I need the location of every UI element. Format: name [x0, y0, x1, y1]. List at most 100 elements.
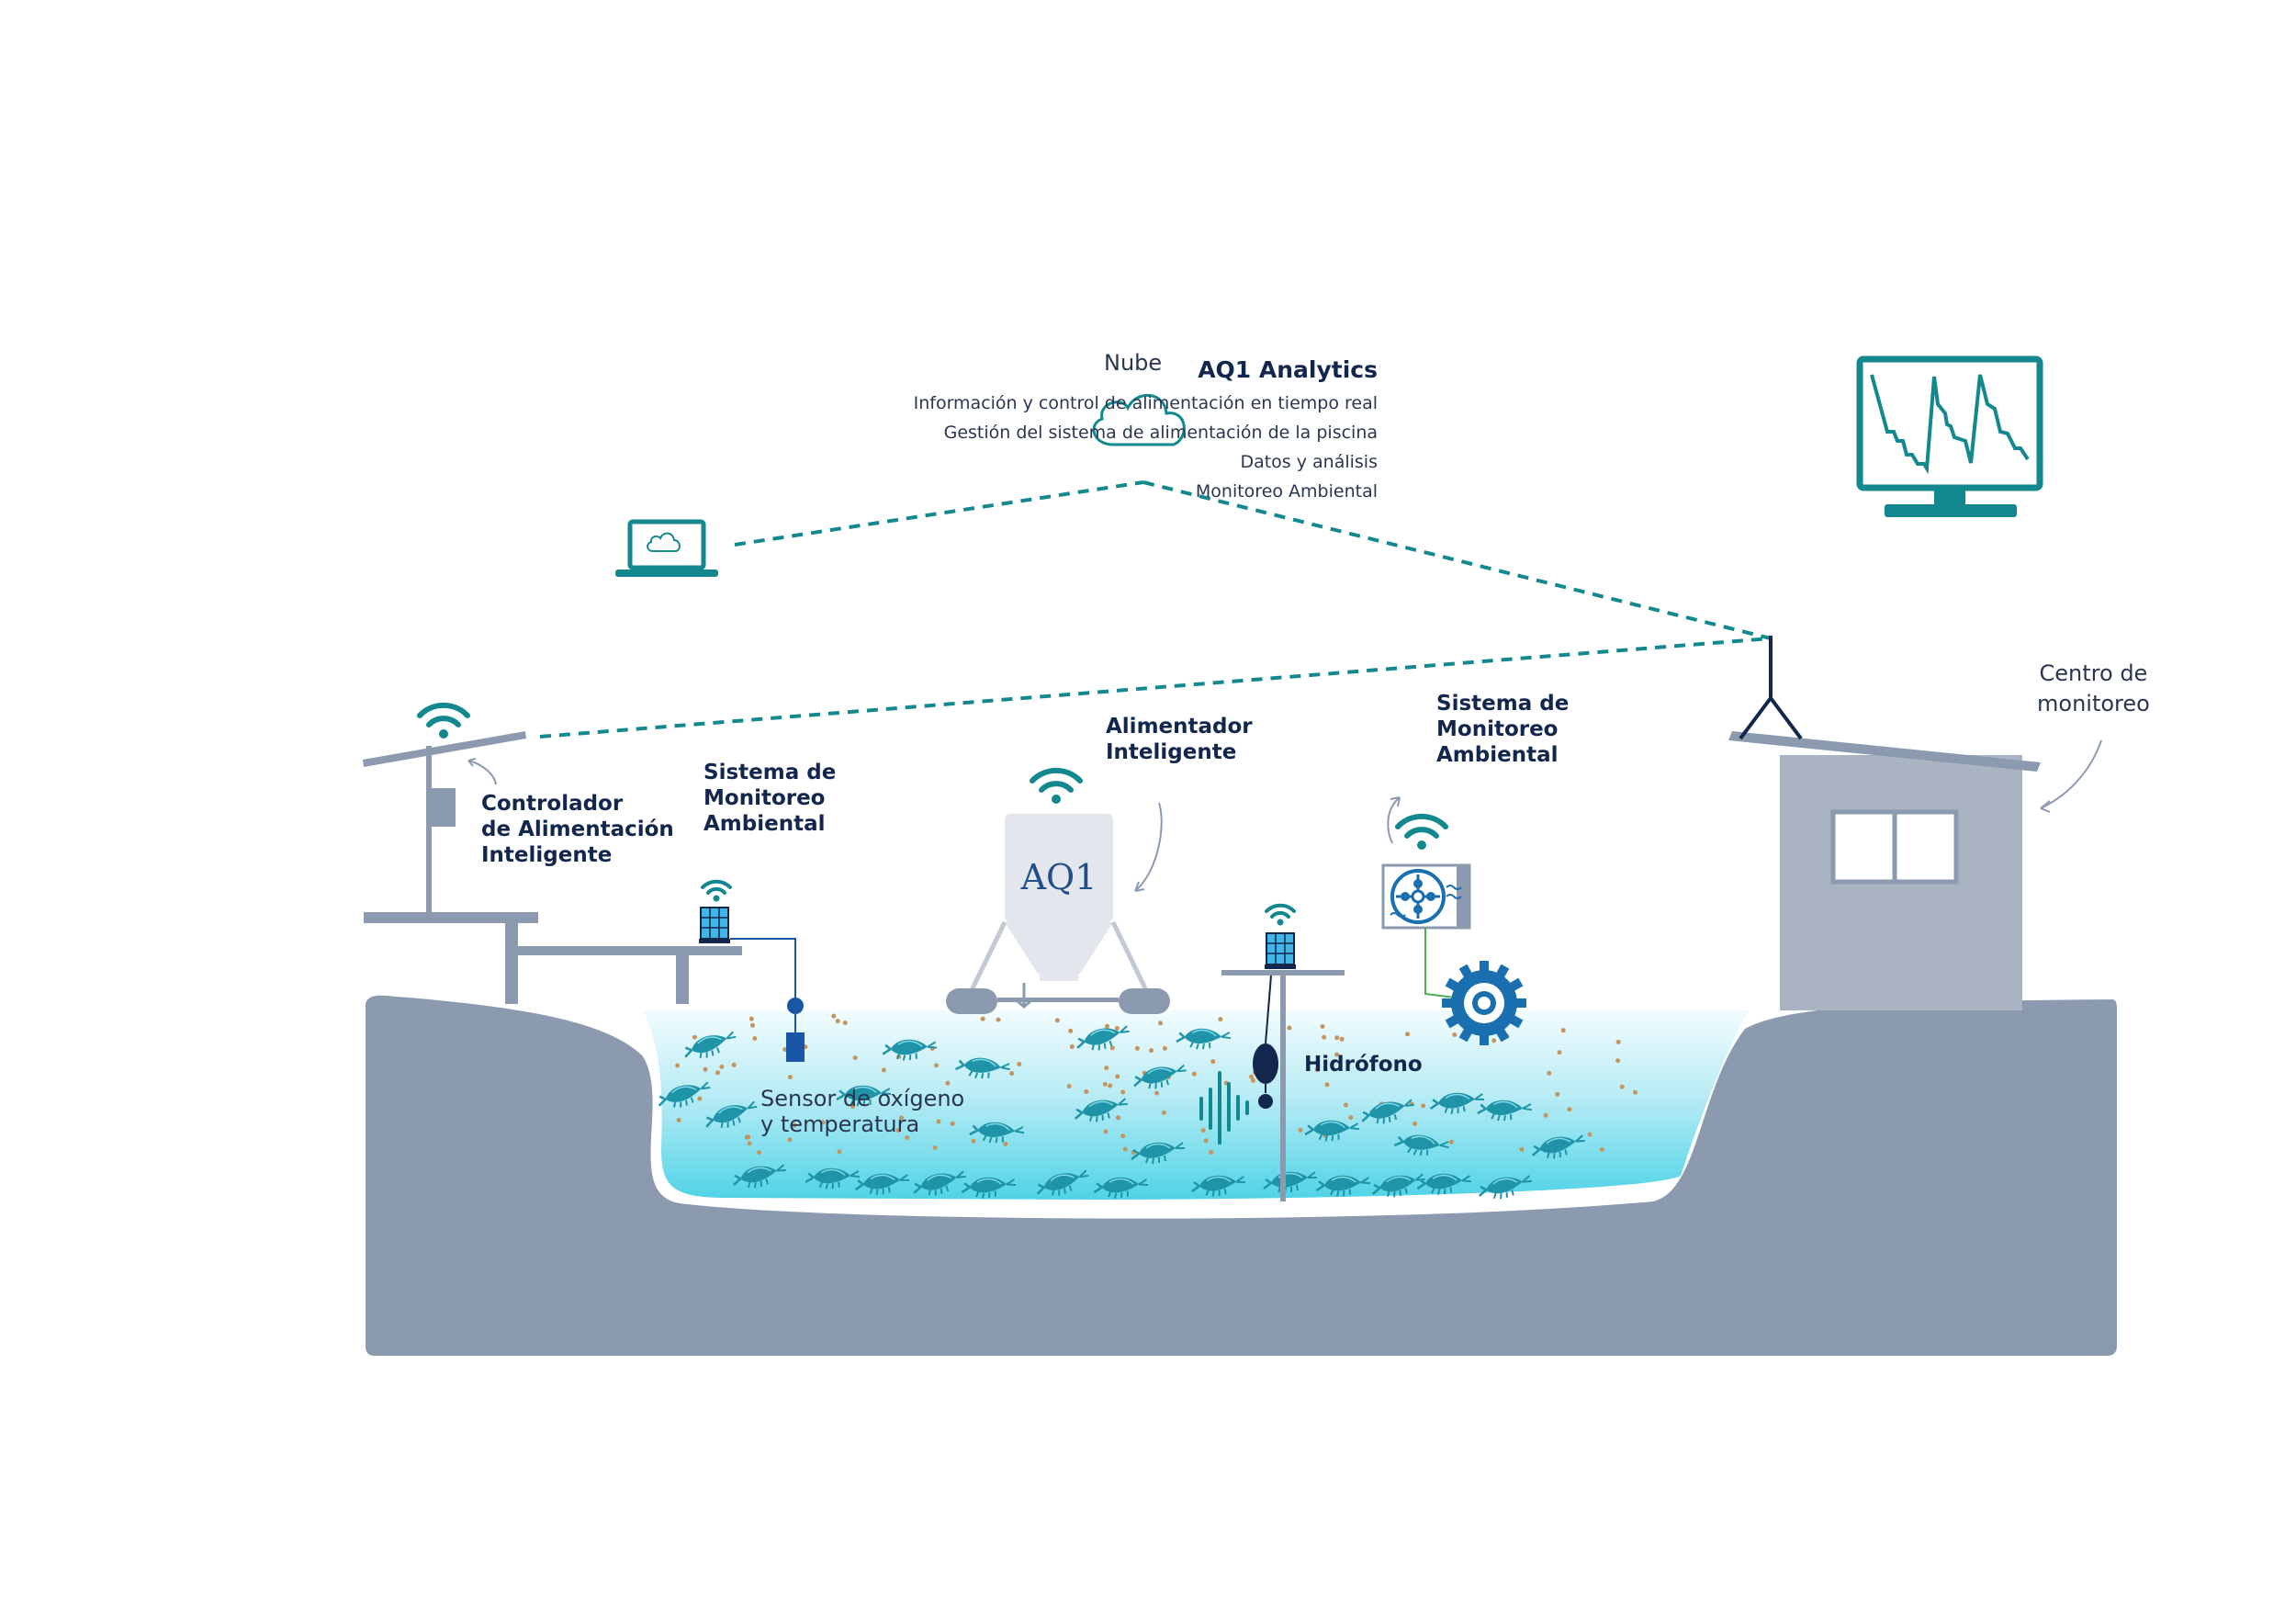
feed-pellet: [1412, 1121, 1418, 1126]
feed-pellet: [1298, 1127, 1303, 1133]
feed-pellet: [950, 1121, 955, 1126]
feed-pellet: [1158, 1021, 1163, 1026]
feed-pellet: [1154, 1090, 1160, 1096]
feed-pellet: [971, 1138, 976, 1144]
laptop-icon: [615, 519, 718, 577]
monitoring-center-label: Centro de monitoreo: [2037, 659, 2150, 719]
paddle-wheel-icon: [1442, 961, 1526, 1045]
feed-pellet: [1069, 1044, 1075, 1049]
sensor-label: Sensor de oxígeno y temperatura: [760, 1086, 964, 1137]
feed-pellet: [1557, 1050, 1562, 1055]
feed-pellet: [1209, 1150, 1214, 1155]
feed-pellet: [1116, 1115, 1120, 1121]
cloud-icon: [1092, 393, 1186, 446]
feed-pellet: [881, 1067, 886, 1073]
feed-pellet: [1315, 1067, 1320, 1073]
feed-pellet: [748, 1016, 754, 1021]
feed-pellet: [715, 1070, 720, 1076]
feed-pellet: [1348, 1115, 1354, 1121]
feed-pellet: [820, 1120, 826, 1125]
feed-pellet: [1103, 1129, 1109, 1134]
controller-label-line-2: de Alimentación: [481, 818, 674, 841]
feed-pellet: [905, 1135, 910, 1141]
env-monitor-1-line-3: Ambiental: [703, 812, 826, 836]
feed-pellet: [757, 1150, 762, 1156]
feed-pellet: [697, 1096, 703, 1101]
feed-pellet: [831, 1013, 837, 1019]
controller-label: Controlador de Alimentación Inteligente: [481, 791, 674, 868]
feed-pellet: [932, 1145, 938, 1150]
feed-pellet: [1633, 1089, 1638, 1095]
feed-pellet: [933, 1063, 939, 1068]
feed-pellet: [1560, 1028, 1566, 1033]
feed-pellet: [1567, 1107, 1572, 1112]
feed-pellet: [1547, 1070, 1552, 1076]
analytics-item: Monitoreo Ambiental: [1195, 481, 1378, 502]
feeder-label-line-1: Alimentador: [1106, 715, 1253, 739]
feed-pellet: [945, 1080, 951, 1086]
feeder-label-line-2: Inteligente: [1106, 740, 1237, 764]
feed-pellet: [1009, 1071, 1015, 1077]
feed-pellet: [842, 1021, 848, 1025]
feed-pellet: [1054, 1018, 1060, 1023]
feed-pellet: [1587, 1132, 1593, 1137]
feed-pellet: [1134, 1045, 1140, 1051]
feed-pellet: [1322, 1034, 1327, 1040]
feed-pellet: [1619, 1084, 1625, 1089]
env-monitor-2-label: Sistema de Monitoreo Ambiental: [1436, 691, 1569, 768]
sensor-label-line-2: y temperatura: [760, 1111, 920, 1137]
feed-pellet: [1615, 1058, 1621, 1064]
feed-pellet: [835, 1019, 840, 1024]
feed-pellet: [1066, 1084, 1072, 1088]
feed-pellet: [1615, 1039, 1621, 1044]
feed-pellet: [719, 1064, 725, 1069]
env-monitor-1-line-1: Sistema de: [703, 761, 837, 784]
feed-pellet: [1109, 1045, 1115, 1051]
monitoring-center-building: [1728, 636, 2102, 1010]
feed-pellet: [731, 1062, 737, 1067]
feed-pellet: [1334, 1035, 1340, 1041]
feed-pellet: [1161, 1110, 1166, 1115]
feed-pellet: [750, 1022, 755, 1028]
analytics-item: Gestión del sistema de alimentación de l…: [943, 423, 1378, 443]
monitoring-center-line-2: monitoreo: [2037, 691, 2150, 716]
feed-pellet: [1251, 1077, 1255, 1083]
feed-pellet: [1249, 1074, 1255, 1079]
feed-pellet: [1452, 1032, 1458, 1037]
feed-pellet: [1108, 1083, 1113, 1088]
feed-pellet: [895, 1128, 901, 1133]
monitoring-center-line-1: Centro de: [2039, 660, 2148, 686]
feed-pellet: [1339, 1036, 1345, 1042]
feed-pellet: [1017, 1062, 1022, 1066]
feed-pellet: [787, 1137, 793, 1143]
feed-pellet: [1120, 1133, 1126, 1139]
sound-wave-icon: [1199, 1071, 1249, 1145]
environmental-monitor-2: [1381, 796, 1526, 1045]
feed-pellet: [936, 1119, 941, 1124]
feeder-logo-text: AQ1: [1020, 857, 1097, 897]
feed-pellet: [1599, 1147, 1604, 1152]
feed-pellet: [1102, 1081, 1108, 1087]
sensor-label-line-1: Sensor de oxígeno: [760, 1086, 965, 1111]
feed-pellet: [703, 1066, 708, 1072]
controller-label-line-3: Inteligente: [481, 843, 613, 867]
analytics-item: Información y control de alimentación en…: [913, 393, 1378, 413]
feed-pellet: [1320, 1024, 1325, 1029]
feed-pellet: [1114, 1026, 1120, 1031]
feed-pellet: [1191, 1071, 1197, 1077]
feed-pellet: [1200, 1128, 1206, 1133]
env-monitor-2-line-3: Ambiental: [1436, 743, 1559, 767]
feed-pellet: [980, 1016, 985, 1021]
feed-pellet: [1203, 1138, 1209, 1144]
feed-pellet: [1120, 1089, 1126, 1095]
hydrophone: [1199, 903, 1345, 1201]
connection-lines: [539, 480, 1772, 739]
feed-pellet: [1084, 1089, 1089, 1094]
feed-pellet: [752, 1036, 758, 1041]
feed-pellet: [1334, 1052, 1340, 1057]
feed-pellet: [1519, 1146, 1525, 1152]
feed-pellet: [1491, 1038, 1497, 1043]
env-monitor-1-line-2: Monitoreo: [703, 786, 826, 810]
controller-label-line-1: Controlador: [481, 792, 624, 816]
analytics-monitor-icon: [1856, 355, 2043, 517]
